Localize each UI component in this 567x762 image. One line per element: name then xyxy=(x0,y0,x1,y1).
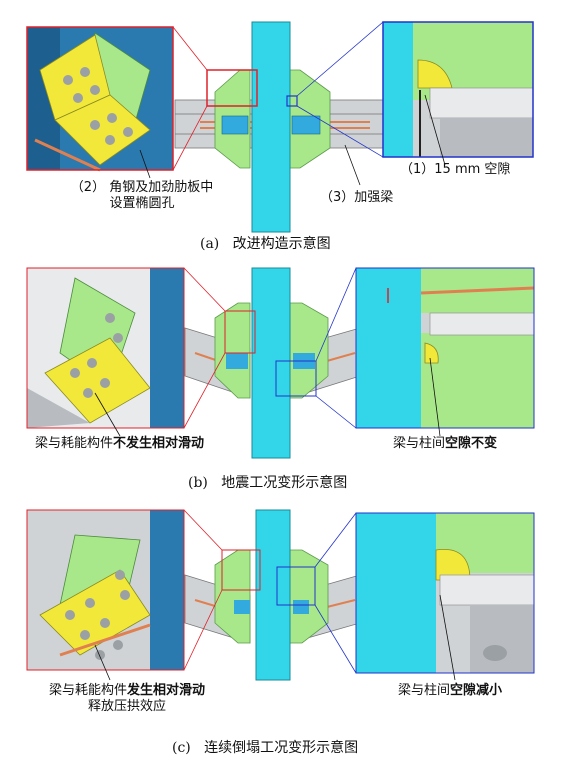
caption-c-text: 连续倒塌工况变形示意图 xyxy=(204,740,359,756)
label-gap-unchanged: 梁与柱间空隙不变 xyxy=(393,436,497,452)
label-no-sliding-bold: 不发生相对滑动 xyxy=(113,436,205,451)
column-c xyxy=(255,509,291,681)
label-no-sliding-pre: 梁与耗能构件 xyxy=(35,436,114,451)
label-gap-reduced-bold: 空隙减小 xyxy=(450,683,503,698)
label-gap-reduced-pre: 梁与柱间 xyxy=(398,683,451,698)
inset-right-a xyxy=(382,21,534,158)
column-a xyxy=(251,21,291,233)
label-slotted-holes-line2: 设置椭圆孔 xyxy=(109,196,175,211)
label-relative-sliding: 梁与耗能构件发生相对滑动 释放压拱效应 xyxy=(32,683,222,715)
zoom-box-left-c xyxy=(221,549,261,591)
energy-plates-b xyxy=(214,302,329,399)
label-slotted-holes-line1: （2） 角钢及加劲肋板中 xyxy=(70,180,214,195)
panel-c-drawing xyxy=(26,509,535,681)
zoom-box-right-a xyxy=(286,95,298,107)
zoom-box-left-b xyxy=(224,310,256,354)
energy-plates-a xyxy=(214,69,331,169)
label-relative-sliding-line1: 梁与耗能构件发生相对滑动 xyxy=(32,683,222,699)
caption-a-tag: (a) xyxy=(200,236,220,252)
label-no-sliding: 梁与耗能构件不发生相对滑动 xyxy=(35,436,204,452)
panel-b-drawing xyxy=(26,267,535,459)
caption-b: (b) 地震工况变形示意图 xyxy=(188,472,347,492)
label-strengthened-beam: （3）加强梁 xyxy=(320,190,394,205)
zoom-box-left-a xyxy=(206,69,258,107)
inset-left-c xyxy=(26,509,185,671)
label-gap: （1）15 mm 空隙 xyxy=(400,162,511,177)
label-relative-sliding-bold: 发生相对滑动 xyxy=(127,683,206,698)
zoom-box-right-c xyxy=(276,566,316,606)
panel-b: 梁与耗能构件不发生相对滑动 梁与柱间空隙不变 (b) 地震工况变形示意图 xyxy=(0,258,567,503)
caption-c: (c) 连续倒塌工况变形示意图 xyxy=(172,737,358,757)
caption-b-tag: (b) xyxy=(188,475,208,491)
caption-a-text: 改进构造示意图 xyxy=(232,236,331,252)
caption-b-text: 地震工况变形示意图 xyxy=(221,475,348,491)
inset-right-b xyxy=(355,267,535,429)
panel-a: （2） 角钢及加劲肋板中 设置椭圆孔 （3）加强梁 （1）15 mm 空隙 (a… xyxy=(0,0,567,255)
label-gap-unchanged-bold: 空隙不变 xyxy=(445,436,498,451)
label-gap-unchanged-pre: 梁与柱间 xyxy=(393,436,446,451)
zoom-box-right-b xyxy=(275,360,317,397)
caption-a: (a) 改进构造示意图 xyxy=(200,233,331,253)
column-b xyxy=(251,267,291,459)
inset-left-b xyxy=(26,267,185,429)
label-slotted-holes: （2） 角钢及加劲肋板中 设置椭圆孔 xyxy=(62,180,222,212)
panel-a-drawing xyxy=(26,21,534,233)
label-relative-sliding-pre: 梁与耗能构件 xyxy=(48,683,127,698)
label-gap-reduced: 梁与柱间空隙减小 xyxy=(398,683,502,699)
inset-left-a xyxy=(26,26,174,172)
inset-right-c xyxy=(355,512,535,674)
caption-c-tag: (c) xyxy=(172,740,191,756)
label-relative-sliding-line2: 释放压拱效应 xyxy=(87,699,166,714)
energy-plates-c xyxy=(214,549,329,644)
panel-c: 梁与耗能构件发生相对滑动 释放压拱效应 梁与柱间空隙减小 (c) 连续倒塌工况变… xyxy=(0,505,567,762)
